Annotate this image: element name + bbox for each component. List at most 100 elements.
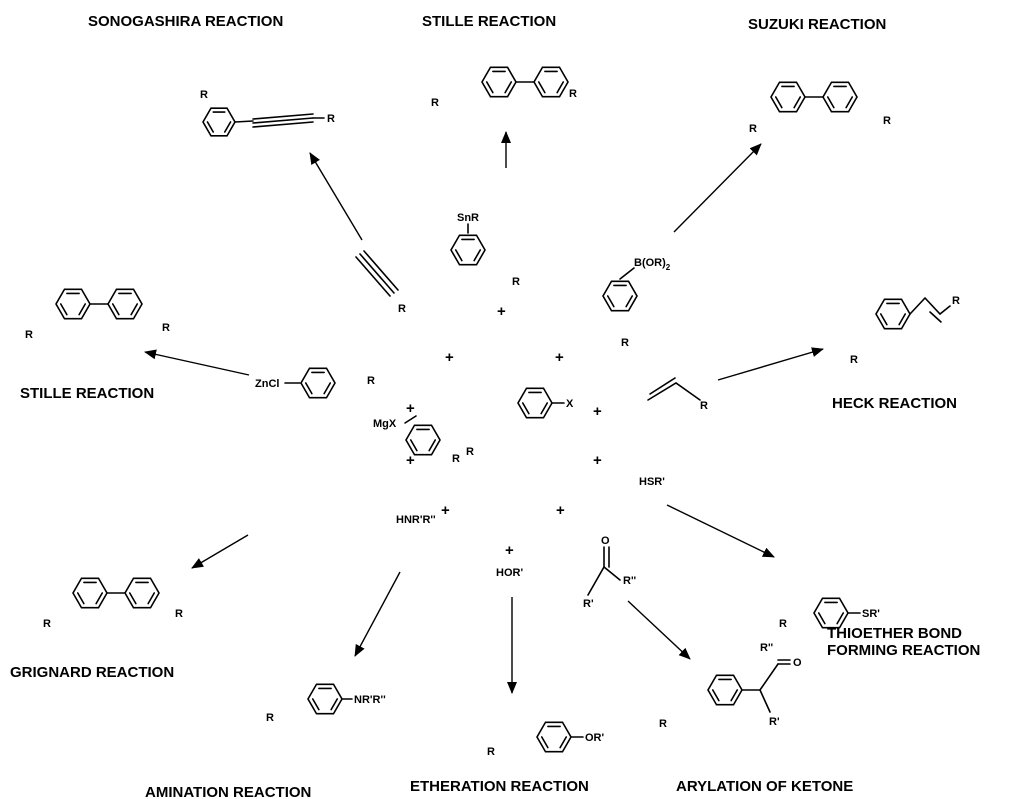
label-r: R xyxy=(512,276,520,288)
label-r: R xyxy=(700,400,708,412)
ring-double-bond xyxy=(879,313,888,326)
benzene-ring xyxy=(813,597,849,629)
benzene-ring xyxy=(481,66,517,98)
ring-double-bond xyxy=(76,592,85,605)
ring-double-bond xyxy=(485,81,494,94)
ring-double-bond xyxy=(540,736,549,749)
label-r: R xyxy=(25,329,33,341)
ring-double-bond xyxy=(473,249,482,262)
benzene-ring xyxy=(300,367,336,399)
plus-sign: + xyxy=(556,502,565,519)
plus-signs: + + + + + + + + + + xyxy=(406,303,602,559)
label-r-prime: R' xyxy=(769,716,780,728)
label-r: R xyxy=(659,718,667,730)
arrow-suzuki xyxy=(673,143,762,233)
ring-double-bond xyxy=(817,612,826,625)
label-r: R xyxy=(466,446,474,458)
label-x: X xyxy=(566,398,574,410)
benzene-ring xyxy=(517,387,553,419)
ring-double-bond xyxy=(130,303,139,316)
title-stille-top: STILLE REACTION xyxy=(422,13,556,30)
arrow-amination xyxy=(354,571,401,657)
plus-sign: + xyxy=(593,452,602,469)
benzene-ring xyxy=(707,674,743,706)
ring-double-bond xyxy=(409,439,418,452)
bonds xyxy=(89,81,951,738)
ring-double-bond xyxy=(730,689,739,702)
label-mgx: MgX xyxy=(373,418,397,430)
ring-double-bond xyxy=(826,96,835,109)
title-suzuki: SUZUKI REACTION xyxy=(748,16,886,33)
label-hsr: HSR' xyxy=(639,476,665,488)
ring-double-bond xyxy=(454,249,463,262)
label-snr: SnR xyxy=(457,212,479,224)
label-r: R xyxy=(200,89,208,101)
plus-sign: + xyxy=(406,400,415,417)
ring-double-bond xyxy=(223,121,232,133)
ring-double-bond xyxy=(537,81,546,94)
ring-double-bond xyxy=(323,382,332,395)
plus-sign: + xyxy=(593,403,602,420)
label-r: R xyxy=(779,618,787,630)
ring-double-bond xyxy=(147,592,156,605)
arrow-heck xyxy=(717,347,824,381)
label-hor: HOR' xyxy=(496,567,523,579)
label-r: R xyxy=(162,322,170,334)
label-r-dprime: R'' xyxy=(760,642,774,654)
ring-double-bond xyxy=(898,313,907,326)
ring-double-bond xyxy=(521,402,530,415)
label-r: R xyxy=(452,453,460,465)
ring-double-bond xyxy=(774,96,783,109)
arrow-grignard xyxy=(191,534,249,569)
ring-double-bond xyxy=(711,689,720,702)
arrow-sonogashira xyxy=(309,152,363,241)
plus-sign: + xyxy=(555,349,564,366)
label-nrr: NR'R'' xyxy=(354,694,386,706)
label-r-prime: R' xyxy=(583,598,594,610)
benzene-ring xyxy=(202,107,236,137)
label-r: R xyxy=(367,375,375,387)
label-hnr: HNR'R'' xyxy=(396,514,436,526)
label-r: R xyxy=(398,303,406,315)
plus-sign: + xyxy=(441,502,450,519)
plus-sign: + xyxy=(445,349,454,366)
label-o: O xyxy=(601,535,610,547)
benzene-ring xyxy=(405,424,441,456)
benzene-rings xyxy=(55,66,911,753)
title-thioether-line2: FORMING REACTION xyxy=(827,642,980,659)
label-r: R xyxy=(266,712,274,724)
label-r: R xyxy=(749,123,757,135)
title-grignard: GRIGNARD REACTION xyxy=(10,664,174,681)
benzene-ring xyxy=(770,81,806,113)
ring-double-bond xyxy=(540,402,549,415)
ring-double-bond xyxy=(206,121,215,133)
ring-double-bond xyxy=(428,439,437,452)
label-r: R xyxy=(952,295,960,307)
ring-double-bond xyxy=(111,303,120,316)
label-r: R xyxy=(569,88,577,100)
ring-double-bond xyxy=(304,382,313,395)
label-r: R xyxy=(175,608,183,620)
plus-sign: + xyxy=(406,452,415,469)
arrow-thioether xyxy=(666,504,775,558)
ring-double-bond xyxy=(311,698,320,711)
label-r: R xyxy=(431,97,439,109)
label-r: R xyxy=(621,337,629,349)
benzene-ring xyxy=(450,234,486,266)
plus-sign: + xyxy=(505,542,514,559)
label-r: R xyxy=(327,113,335,125)
title-sonogashira: SONOGASHIRA REACTION xyxy=(88,13,283,30)
ring-double-bond xyxy=(836,612,845,625)
label-sr: SR' xyxy=(862,608,880,620)
ring-double-bond xyxy=(845,96,854,109)
ring-double-bond xyxy=(330,698,339,711)
label-r: R xyxy=(883,115,891,127)
label-boronate: B(OR)2 xyxy=(634,257,671,272)
label-zncl: ZnCl xyxy=(255,378,279,390)
label-o: O xyxy=(793,657,802,669)
ring-double-bond xyxy=(128,592,137,605)
benzene-ring xyxy=(307,683,343,715)
arrow-arylation xyxy=(627,600,691,660)
ring-double-bond xyxy=(793,96,802,109)
